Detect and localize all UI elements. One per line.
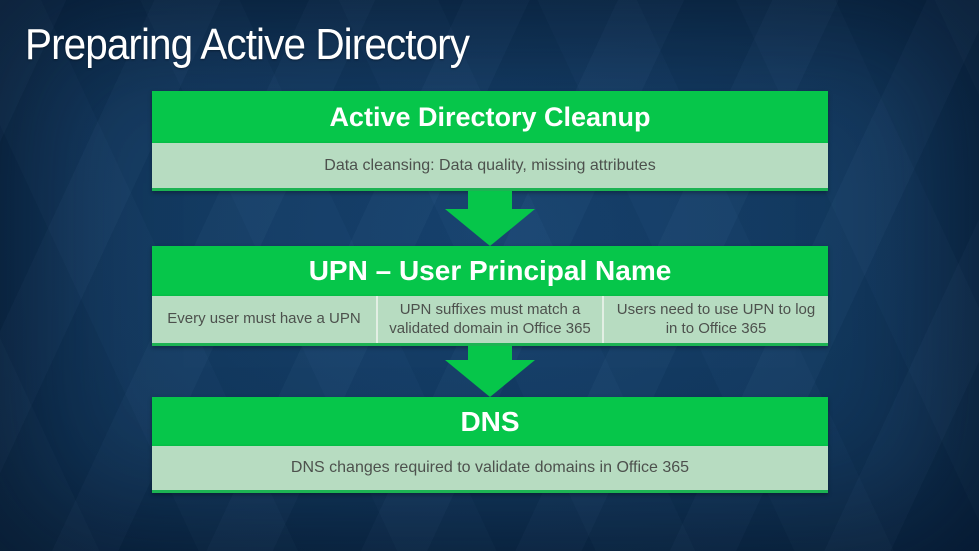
section-body-text: Data cleansing: Data quality, missing at… [324, 156, 656, 174]
section-body-text: DNS changes required to validate domains… [290, 459, 690, 476]
section-header-upn: UPN – User Principal Name [152, 246, 828, 296]
section-header-dns: DNS [152, 397, 828, 446]
down-arrow-stem [468, 191, 512, 209]
section-header-label: Active Directory Cleanup [329, 101, 651, 132]
section-body-dns: DNS changes required to validate domains… [152, 446, 828, 493]
section-header-label: UPN – User Principal Name [308, 255, 672, 286]
down-arrow-head [445, 209, 535, 246]
section-header-label: DNS [460, 405, 520, 437]
upn-cell-2: UPN suffixes must match a validated doma… [376, 296, 602, 343]
down-arrow-stem [468, 346, 512, 360]
page-title: Preparing Active Directory [25, 20, 470, 69]
section-body-ad-cleanup: Data cleansing: Data quality, missing at… [152, 143, 828, 191]
upn-cell-3: Users need to use UPN to log in to Offic… [602, 296, 828, 343]
section-body-upn: Every user must have a UPN UPN suffixes … [152, 296, 828, 346]
down-arrow-head [445, 360, 535, 397]
down-arrow-icon [152, 191, 828, 246]
flow-diagram: Active Directory Cleanup Data cleansing:… [152, 91, 828, 493]
down-arrow-icon [152, 346, 828, 397]
section-header-ad-cleanup: Active Directory Cleanup [152, 91, 828, 143]
upn-cell-1: Every user must have a UPN [167, 310, 361, 328]
